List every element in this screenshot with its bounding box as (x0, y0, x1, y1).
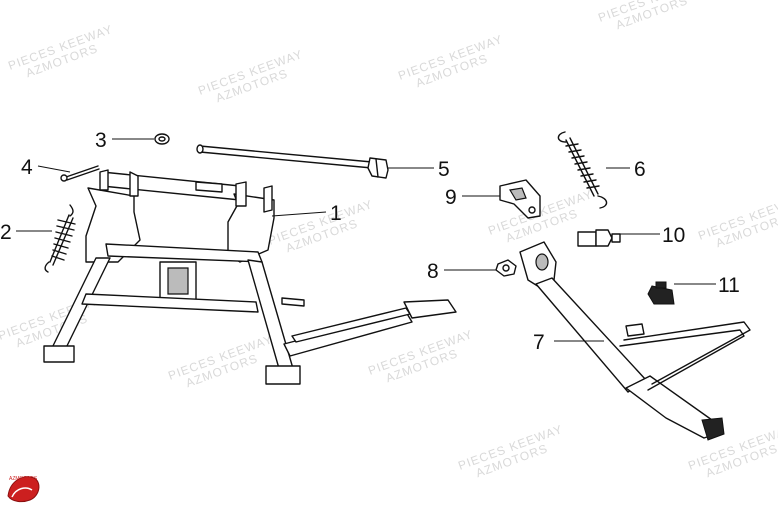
callout-labels: 1 2 3 4 5 6 7 8 9 10 11 (0, 129, 740, 354)
part-3-washer (154, 133, 170, 145)
part-6-spring (557, 131, 608, 209)
logo-text: AZMOTORS (9, 476, 38, 482)
callout-1: 1 (330, 202, 342, 225)
callout-9: 9 (445, 186, 457, 209)
part-7-side-stand (519, 241, 751, 441)
callout-3: 3 (95, 129, 107, 152)
leader-lines (16, 138, 716, 342)
part-9-bracket (499, 179, 541, 219)
callout-10: 10 (662, 224, 685, 247)
part-10-bolt (577, 229, 621, 247)
callout-4: 4 (21, 156, 33, 179)
callout-8: 8 (427, 260, 439, 283)
part-5-shaft (196, 144, 389, 179)
part-8-nut (495, 259, 517, 277)
callout-7: 7 (533, 331, 545, 354)
callout-6: 6 (634, 158, 646, 181)
callout-5: 5 (438, 158, 450, 181)
callout-2: 2 (0, 221, 12, 244)
part-11-stopper (647, 281, 675, 305)
part-2-spring (44, 204, 76, 273)
part-4-pin (60, 165, 100, 182)
callout-11: 11 (718, 274, 740, 297)
part-1-main-stand (43, 169, 457, 385)
brand-logo: AZMOTORS (7, 476, 40, 503)
